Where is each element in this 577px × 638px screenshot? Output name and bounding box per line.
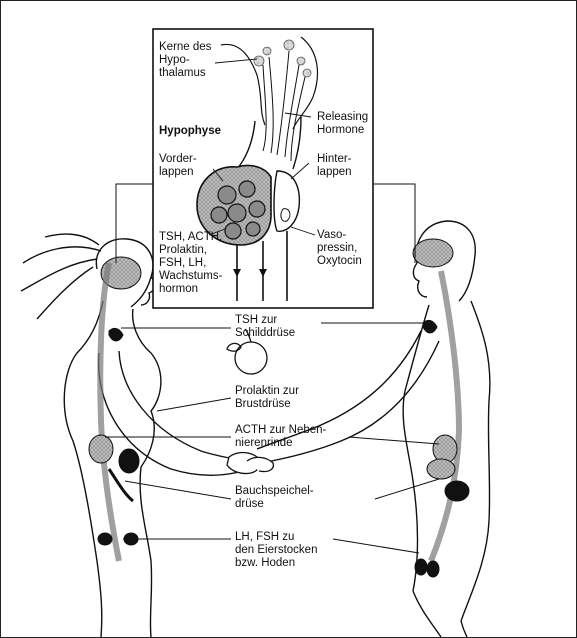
label-line: den Eierstocken	[235, 544, 317, 557]
title-text: Hypophyse	[159, 125, 221, 138]
target-pancreas-label: Bauchspeichel- drüse	[235, 485, 314, 511]
label-line: Prolaktin,	[159, 244, 222, 257]
releasing-hormone-label: Releasing Hormone	[317, 111, 368, 137]
posterior-hormones-label: Vaso- pressin, Oxytocin	[317, 229, 362, 268]
label-line: bzw. Hoden	[235, 557, 317, 570]
label-line: Prolaktin zur	[235, 385, 299, 398]
label-line: hormon	[159, 283, 222, 296]
target-thyroid-label: TSH zur Schilddrüse	[235, 314, 295, 340]
label-line: TSH, ACTH,	[159, 231, 222, 244]
label-line: pressin,	[317, 242, 362, 255]
male-glands	[413, 239, 469, 577]
label-line: Hormone	[317, 124, 368, 137]
label-line: Oxytocin	[317, 255, 362, 268]
label-line: FSH, LH,	[159, 257, 222, 270]
label-line: Hypo-	[159, 54, 211, 67]
label-line: TSH zur	[235, 314, 295, 327]
label-line: Wachstums-	[159, 270, 222, 283]
clasped-hands	[227, 453, 273, 474]
anterior-hormones-label: TSH, ACTH, Prolaktin, FSH, LH, Wachstums…	[159, 231, 222, 296]
label-line: Vaso-	[317, 229, 362, 242]
target-gonads-label: LH, FSH zu den Eierstocken bzw. Hoden	[235, 531, 317, 570]
label-line: nierenrinde	[235, 437, 326, 450]
label-line: Bauchspeichel-	[235, 485, 314, 498]
female-glands	[89, 257, 141, 561]
label-line: Vorder-	[159, 153, 197, 166]
hypothalamus-label: Kerne des Hypo- thalamus	[159, 41, 211, 80]
label-line: thalamus	[159, 67, 211, 80]
label-line: Hinter-	[317, 153, 352, 166]
label-line: lappen	[159, 166, 197, 179]
hypophysis-title: Hypophyse	[159, 125, 221, 138]
label-line: Brustdrüse	[235, 398, 299, 411]
label-line: Kerne des	[159, 41, 211, 54]
label-line: ACTH zur Neben-	[235, 424, 326, 437]
label-line: lappen	[317, 166, 352, 179]
label-line: drüse	[235, 498, 314, 511]
posterior-lobe-label: Hinter- lappen	[317, 153, 352, 179]
target-adrenal-label: ACTH zur Neben- nierenrinde	[235, 424, 326, 450]
label-line: Releasing	[317, 111, 368, 124]
label-line: Schilddrüse	[235, 327, 295, 340]
anterior-lobe-label: Vorder- lappen	[159, 153, 197, 179]
label-line: LH, FSH zu	[235, 531, 317, 544]
target-mammary-label: Prolaktin zur Brustdrüse	[235, 385, 299, 411]
